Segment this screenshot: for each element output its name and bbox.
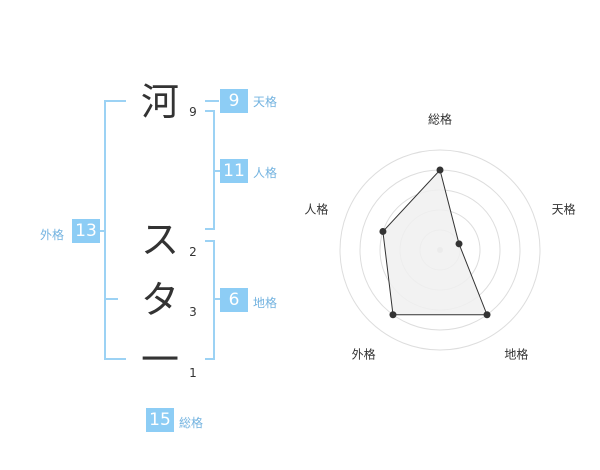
jinkaku-label: 人格: [253, 166, 278, 180]
name-char-2: ス: [140, 218, 179, 262]
soukaku-label: 総格: [179, 416, 204, 430]
jinkaku-value-box: 11: [220, 159, 248, 183]
tenkaku-value-box: 9: [220, 89, 248, 113]
radar-point-5: [379, 227, 387, 235]
chikaku-value-box: 6: [220, 288, 248, 312]
radar-grid-ring: [339, 149, 541, 351]
tenkaku-label: 天格: [253, 95, 278, 109]
name-char-4: 一: [140, 338, 179, 382]
radar-point-4: [389, 311, 397, 319]
radar-value-polygon: [382, 168, 488, 316]
stroke-count-4: 1: [189, 366, 197, 380]
radar-points: [379, 166, 491, 319]
stroke-count-2: 2: [189, 245, 197, 259]
radar-point-3: [483, 311, 491, 319]
radar-axis-label-1: 総格: [428, 112, 452, 127]
name-char-1: 河: [140, 80, 179, 124]
radar-axis-label-4: 外格: [352, 347, 376, 362]
radar-axis-label-3: 地格: [504, 347, 528, 362]
gaikaku-label: 外格: [40, 228, 65, 242]
stroke-count-1: 9: [189, 105, 197, 119]
radar-axis-label-2: 天格: [552, 201, 576, 216]
chikaku-label: 地格: [253, 296, 278, 310]
radar-point-1: [436, 166, 444, 174]
radar-axis-label-5: 人格: [304, 201, 328, 216]
soukaku-value-box: 15: [146, 408, 174, 432]
gaikaku-value-box: 13: [72, 219, 100, 243]
stroke-count-3: 3: [189, 305, 197, 319]
radar-point-2: [455, 240, 463, 248]
name-char-3: タ: [140, 278, 179, 322]
